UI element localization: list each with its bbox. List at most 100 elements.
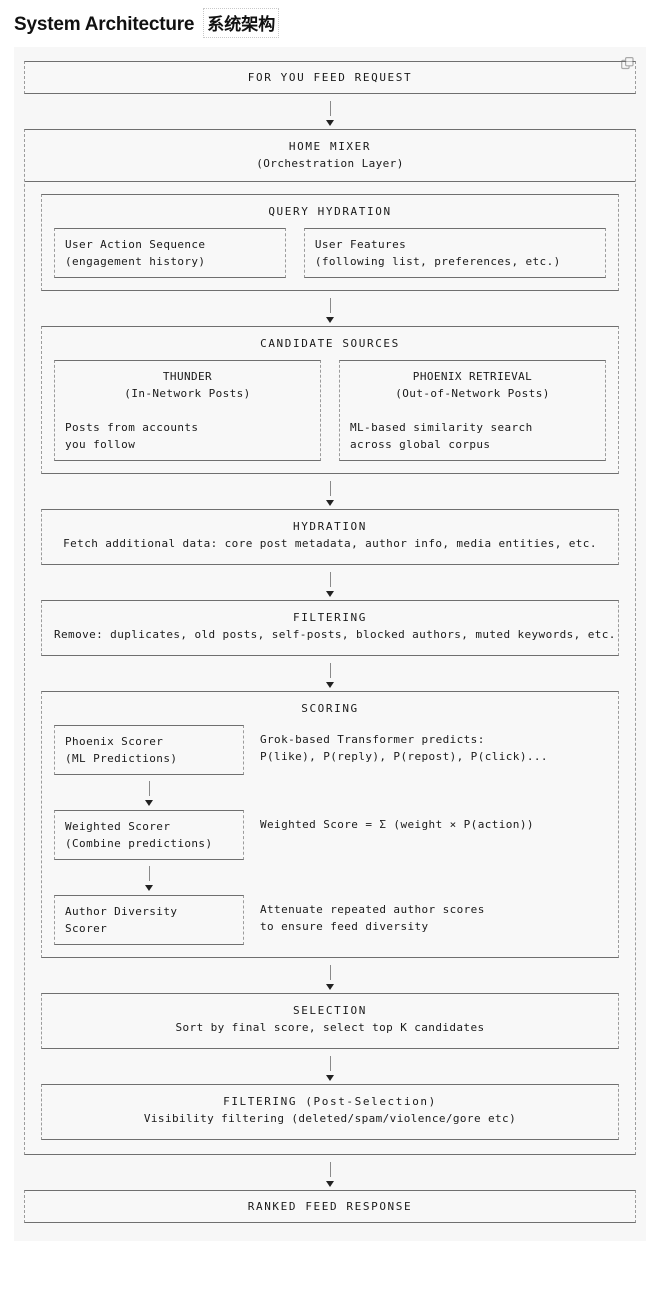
query-hydration-cell-user-action-sequence: User Action Sequence (engagement history… [54,228,286,278]
query-hydration-columns: User Action Sequence (engagement history… [54,228,606,278]
query-hydration-title: QUERY HYDRATION [268,205,392,218]
arrow-down-icon [326,500,334,506]
weighted-scorer-box: Weighted Scorer (Combine predictions) [54,810,244,860]
connector-arrow [24,1155,636,1190]
page-title: System Architecture [14,14,195,35]
phoenix-retrieval-subtitle: (Out-of-Network Posts) [395,387,550,400]
user-action-sequence-line2: (engagement history) [65,255,206,268]
connector-line [329,965,331,980]
user-action-sequence-box: User Action Sequence (engagement history… [54,228,286,278]
user-features-line1: User Features [314,238,407,251]
query-hydration-cell-user-features: User Features (following list, preferenc… [303,228,606,278]
weighted-scorer-line2: (Combine predictions) [65,837,213,850]
arrow-down-icon [145,800,153,806]
thunder-title: THUNDER [162,370,213,383]
home-mixer-header: HOME MIXER (Orchestration Layer) [25,130,635,182]
weighted-scorer-note: Weighted Score = Σ (weight × P(action)) [260,810,606,833]
connector-arrow [41,291,619,326]
arrow-down-icon [326,1075,334,1081]
connector-line [329,663,331,678]
weighted-scorer-note-line1: Weighted Score = Σ (weight × P(action)) [260,818,534,831]
candidate-sources-title: CANDIDATE SOURCES [260,337,400,350]
arrow-down-icon [326,1181,334,1187]
filtering-desc: Remove: duplicates, old posts, self-post… [54,628,616,641]
arrow-down-icon [326,984,334,990]
candidate-source-thunder: THUNDER (In-Network Posts) Posts from ac… [54,360,321,461]
arrow-down-icon [145,885,153,891]
connector-arrow [41,565,619,600]
architecture-diagram: FOR YOU FEED REQUEST HOME MIXER (Orchest… [14,47,646,1241]
page-title-chinese: 系统架构 [203,8,280,38]
stage-query-hydration: QUERY HYDRATION User Action Sequence (en… [41,194,619,291]
connector-arrow [41,474,619,509]
home-mixer-body: QUERY HYDRATION User Action Sequence (en… [25,182,635,1154]
arrow-down-icon [326,591,334,597]
connector-line [329,481,331,496]
connector-line [329,1162,331,1177]
stage-scoring: SCORING Phoenix Scorer (ML Predictions) … [41,691,619,958]
home-mixer-title: HOME MIXER [288,140,372,153]
candidate-source-phoenix-retrieval: PHOENIX RETRIEVAL (Out-of-Network Posts)… [339,360,606,461]
connector-arrow [41,1049,619,1084]
author-diversity-scorer-box: Author Diversity Scorer [54,895,244,945]
connector-line [329,298,331,313]
author-diversity-scorer-line1: Author Diversity [65,905,178,918]
connector-line [148,781,150,796]
connector-line [329,1056,331,1071]
scoring-connector-wrap [54,860,606,895]
ranked-feed-response-title: RANKED FEED RESPONSE [247,1200,413,1213]
scoring-row-phoenix-scorer: Phoenix Scorer (ML Predictions) Grok-bas… [54,725,606,775]
phoenix-scorer-box: Phoenix Scorer (ML Predictions) [54,725,244,775]
author-diversity-scorer-note: Attenuate repeated author scores to ensu… [260,895,606,935]
weighted-scorer-box-wrap: Weighted Scorer (Combine predictions) [54,810,244,860]
filtering-title: FILTERING [292,611,367,624]
connector-arrow [41,656,619,691]
stage-hydration: HYDRATION Fetch additional data: core po… [41,509,619,565]
stage-ranked-feed-response: RANKED FEED RESPONSE [24,1190,636,1223]
post-filtering-title: FILTERING (Post-Selection) [223,1095,437,1108]
thunder-box: THUNDER (In-Network Posts) Posts from ac… [54,360,321,461]
phoenix-scorer-line2: (ML Predictions) [65,752,178,765]
stage-candidate-sources: CANDIDATE SOURCES THUNDER (In-Network Po… [41,326,619,474]
thunder-desc-line1: Posts from accounts [65,421,199,434]
connector-arrow [54,860,244,895]
selection-title: SELECTION [292,1004,367,1017]
user-features-line2: (following list, preferences, etc.) [314,255,561,268]
hydration-title: HYDRATION [292,520,367,533]
selection-desc: Sort by final score, select top K candid… [175,1021,485,1034]
stage-filtering: FILTERING Remove: duplicates, old posts,… [41,600,619,656]
phoenix-scorer-note-line1: Grok-based Transformer predicts: [260,733,485,746]
phoenix-scorer-note-line2: P(like), P(reply), P(repost), P(click)..… [260,750,548,763]
stage-selection: SELECTION Sort by final score, select to… [41,993,619,1049]
phoenix-retrieval-title: PHOENIX RETRIEVAL [412,370,533,383]
scoring-row-weighted-scorer: Weighted Scorer (Combine predictions) We… [54,810,606,860]
arrow-down-icon [326,682,334,688]
thunder-desc-line2: you follow [65,438,136,451]
post-filtering-desc: Visibility filtering (deleted/spam/viole… [143,1112,517,1125]
user-features-box: User Features (following list, preferenc… [303,228,606,278]
stage-feed-request-title: FOR YOU FEED REQUEST [247,71,413,84]
author-diversity-scorer-line2: Scorer [65,922,108,935]
arrow-down-icon [326,120,334,126]
phoenix-scorer-note: Grok-based Transformer predicts: P(like)… [260,725,606,765]
phoenix-retrieval-desc-line1: ML-based similarity search [350,421,533,434]
candidate-sources-columns: THUNDER (In-Network Posts) Posts from ac… [54,360,606,461]
author-diversity-note-line2: to ensure feed diversity [260,920,429,933]
copy-icon[interactable] [620,56,636,72]
stage-home-mixer: HOME MIXER (Orchestration Layer) QUERY H… [24,129,636,1155]
scoring-title: SCORING [301,702,359,715]
page-header: System Architecture 系统架构 [0,0,660,47]
thunder-subtitle: (In-Network Posts) [124,387,251,400]
hydration-desc: Fetch additional data: core post metadat… [63,537,597,550]
phoenix-scorer-box-wrap: Phoenix Scorer (ML Predictions) [54,725,244,775]
author-diversity-note-line1: Attenuate repeated author scores [260,903,485,916]
phoenix-retrieval-desc-line2: across global corpus [350,438,491,451]
user-action-sequence-line1: User Action Sequence [65,238,206,251]
weighted-scorer-line1: Weighted Scorer [65,820,171,833]
author-diversity-scorer-box-wrap: Author Diversity Scorer [54,895,244,945]
phoenix-scorer-line1: Phoenix Scorer [65,735,164,748]
phoenix-retrieval-box: PHOENIX RETRIEVAL (Out-of-Network Posts)… [339,360,606,461]
connector-arrow [41,958,619,993]
home-mixer-subtitle: (Orchestration Layer) [256,157,404,170]
connector-arrow [54,775,244,810]
